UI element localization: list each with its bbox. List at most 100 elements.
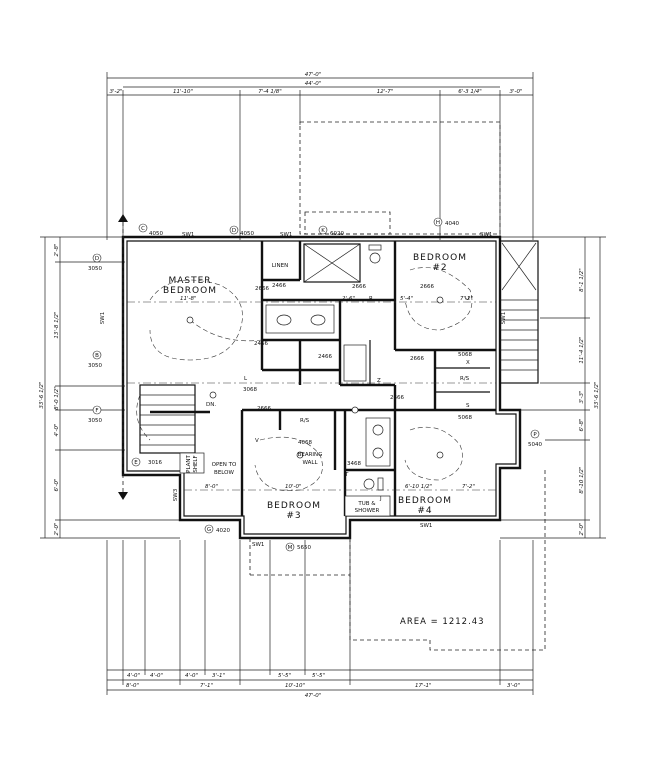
window-size-c: 4050 — [149, 231, 163, 237]
left-dim-seg2: 13'-8 1/2" — [54, 311, 60, 338]
light-fixture-icon — [209, 391, 217, 399]
window-size-f: 3050 — [88, 418, 102, 424]
label-plant-shelf-1: PLANT — [186, 454, 192, 472]
label-open-below-1: OPEN TO — [212, 462, 237, 468]
tag-j: J — [379, 496, 382, 502]
right-dimension-lines: 33'-6 1/2" 8'-1 1/2" 11'-4 1/2" 3'-3" 6'… — [500, 236, 606, 539]
right-dim-seg2: 11'-4 1/2" — [579, 336, 585, 363]
door-size-label: 2666 — [410, 356, 424, 362]
right-dim-seg4: 6'-8" — [579, 418, 585, 431]
room-label-bed2-1: BEDROOM — [413, 253, 467, 263]
right-dim-overall: 33'-6 1/2" — [594, 381, 600, 408]
door-size-label: 4068 — [298, 440, 312, 446]
window-size-b: 3050 — [88, 363, 102, 369]
window-tags: C 4050 SW1 D 4050 SW1 K 6020 H 4040 SW1 … — [88, 217, 542, 552]
sink-icon — [310, 314, 326, 326]
bottom-dim-r1-2: 4'-0" — [150, 673, 163, 679]
window-tag-h: H — [436, 220, 440, 226]
room-labels: MASTER BEDROOM BEDROOM #2 BEDROOM #3 BED… — [163, 253, 467, 521]
left-dim-seg3: 8'-0 1/2" — [54, 386, 60, 410]
sw1-label: SW1 — [501, 312, 507, 324]
interior-dim-bed3: 8'-0" — [205, 484, 218, 490]
interior-dim-hall: 2'-6" — [342, 296, 355, 302]
tag-r: R — [369, 296, 373, 302]
overall-dim-top: 47'-0" — [305, 72, 322, 78]
tub-label-1: TUB & — [357, 501, 376, 507]
room-label-bed4-2: #4 — [417, 506, 432, 516]
room-label-bed2-2: #2 — [432, 263, 447, 273]
sw1-label: SW1 — [182, 232, 194, 238]
window-tag-d: D — [232, 228, 236, 234]
window-size-k: 6020 — [330, 231, 344, 237]
door-size-label: 5068 — [458, 352, 472, 358]
tag-rs: R/S — [300, 418, 310, 424]
window-size-p: 5040 — [528, 442, 542, 448]
light-fixture-icon — [296, 451, 304, 459]
interior-dim-bed2: 7'-2" — [460, 296, 473, 302]
window-tag-k: K — [321, 228, 325, 234]
sw3-label: SW3 — [173, 488, 179, 501]
light-fixture-icon — [436, 296, 444, 304]
bottom-dim-r2-4: 17'-1" — [415, 683, 432, 689]
window-size-h: 4040 — [445, 221, 459, 227]
interior-dim-bed4b: 7'-2" — [462, 484, 475, 490]
interior-dimensions: 11'-8" 2'-6" 5'-4" 7'-2" 8'-0" 10'-0" 6'… — [127, 296, 496, 491]
label-bearing-wall-2: WALL — [302, 460, 318, 466]
tag-v: V — [255, 438, 259, 444]
door-size-label: 3468 — [347, 461, 361, 467]
roof-outline-top — [299, 121, 501, 235]
floor-area-label: AREA = 1212.43 — [400, 617, 485, 627]
bottom-dim-r2-3: 10'-10" — [285, 683, 305, 689]
interior-dim-bed4: 6'-10 1/2" — [405, 484, 432, 490]
bottom-dim-r1-4: 3'-1" — [212, 673, 225, 679]
top-dim-3: 7'-4 1/8" — [258, 89, 282, 95]
door-size-label: 2666 — [352, 284, 366, 290]
window-tag-m: M — [288, 545, 293, 551]
tag-letters: R Z X S L T V R/S R/S J U — [244, 296, 470, 502]
interior-dim-bed3b: 10'-0" — [285, 484, 302, 490]
room-label-bed4-1: BEDROOM — [398, 496, 452, 506]
overall-dim-top2: 44'-0" — [305, 81, 322, 87]
right-dim-seg6: 2'-0" — [579, 522, 585, 535]
window-size-g: 4020 — [216, 528, 230, 534]
right-stair — [499, 240, 539, 384]
sink-icon — [372, 424, 384, 436]
sw1-label: SW1 — [252, 542, 264, 548]
bottom-dim-r2-5: 3'-0" — [507, 683, 520, 689]
door-size-label: 3068 — [243, 387, 257, 393]
bottom-dim-r2-1: 8'-0" — [126, 683, 139, 689]
sink-icon — [276, 314, 292, 326]
electrical-wiring — [136, 267, 473, 491]
room-label-master-2: BEDROOM — [163, 286, 217, 296]
toilet-icon — [369, 252, 381, 264]
bottom-dim-r1-5: 5'-5" — [278, 673, 291, 679]
toilet-icon — [363, 478, 375, 490]
sw1-label: SW1 — [420, 523, 432, 529]
tag-l: L — [244, 376, 248, 382]
left-dim-seg5: 6'-0" — [54, 478, 60, 491]
window-tag-p: P — [533, 432, 537, 438]
window-tag-b: B — [95, 353, 99, 359]
window-tag-c: C — [141, 226, 145, 232]
overall-dim-bottom: 47'-0" — [305, 693, 322, 699]
room-label-master-1: MASTER — [168, 276, 211, 286]
interior-dim-hall2: 5'-4" — [400, 296, 413, 302]
left-dim-seg6: 2'-0" — [54, 522, 60, 535]
door-size-label: 2666 — [390, 395, 404, 401]
room-label-linen: LINEN — [272, 263, 288, 269]
right-dim-seg5: 8'-10 1/2" — [579, 466, 585, 493]
tag-t: T — [344, 472, 349, 478]
label-plant-shelf-2: SHELF — [193, 455, 199, 472]
top-dim-4: 12'-7" — [377, 89, 394, 95]
right-dim-seg3: 3'-3" — [579, 390, 585, 403]
bottom-dimension-lines: 4'-0" 4'-0" 4'-0" 3'-1" 5'-5" 5'-5" 8'-0… — [106, 540, 534, 699]
light-fixture-icon — [436, 451, 444, 459]
window-tag-d2: D — [95, 256, 99, 262]
door-labels: 2666 2466 2666 2666 2466 2466 3068 2666 … — [243, 283, 472, 467]
left-dim-seg4: 4'-0" — [54, 423, 60, 436]
door-size-label: 5068 — [458, 415, 472, 421]
top-dim-6: 3'-0" — [509, 89, 522, 95]
door-size-label: 2466 — [318, 354, 332, 360]
left-dim-seg1: 2'-8" — [54, 243, 60, 256]
